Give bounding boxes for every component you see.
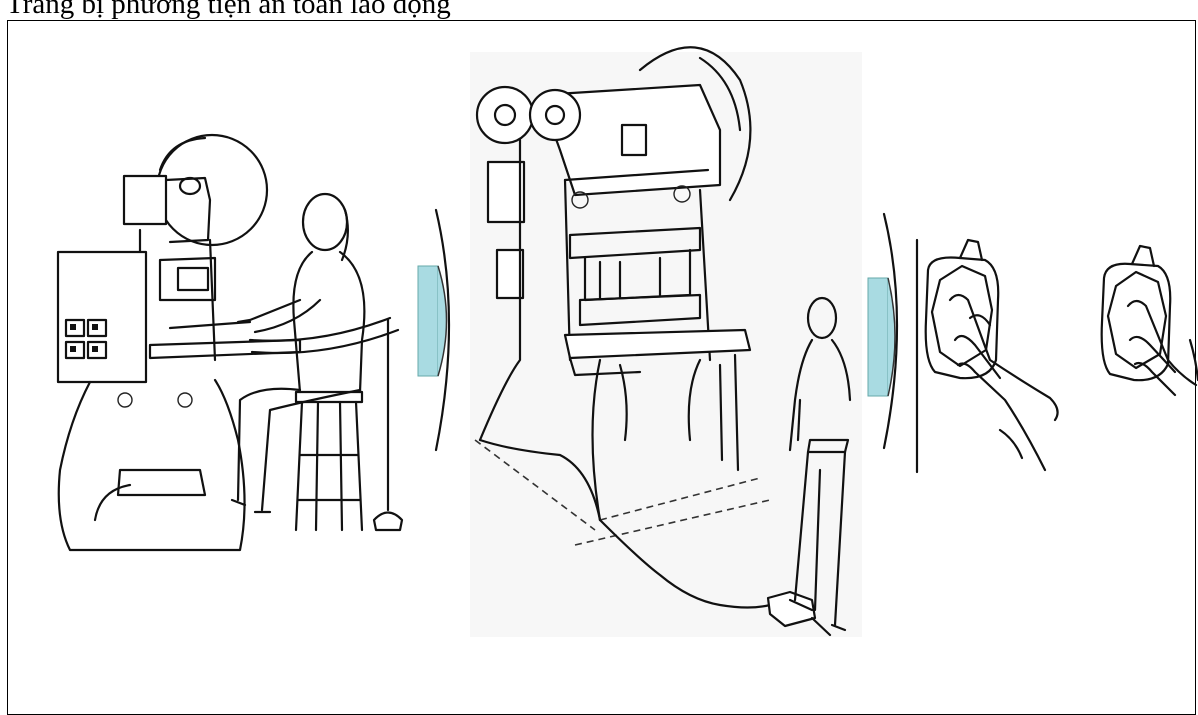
two-hand-control-buttons [926, 240, 1198, 470]
arrow-2-icon [868, 214, 917, 472]
arrow-1-icon [418, 210, 449, 450]
seated-press-operator [58, 135, 402, 550]
standing-press-operator-foot-pedal [470, 47, 862, 637]
